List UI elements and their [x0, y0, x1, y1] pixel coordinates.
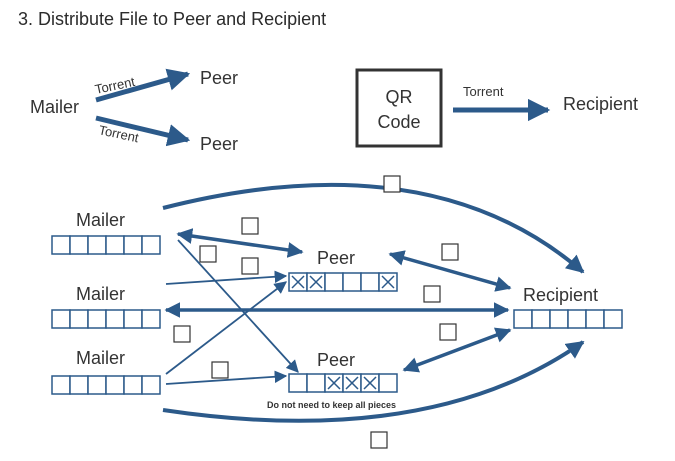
file-piece: [123, 235, 143, 255]
file-piece: [141, 235, 161, 255]
peer-2-pieces: [288, 373, 398, 393]
file-piece: [51, 235, 71, 255]
curve-arrow-mailer1-to-recipient: [162, 182, 585, 274]
file-piece: [105, 309, 125, 329]
mailer-2-pieces: [51, 309, 161, 329]
peer-1-pieces: [288, 272, 398, 292]
floating-piece: [423, 285, 441, 303]
file-piece: [324, 272, 344, 292]
floating-piece: [370, 431, 388, 449]
file-piece: [69, 309, 89, 329]
top-recipient-label: Recipient: [563, 94, 638, 114]
top-peer-label-1: Peer: [200, 68, 238, 88]
arrow-mailer2-to-peer1: [165, 270, 288, 285]
file-piece: [549, 309, 569, 329]
mailer-label-2: Mailer: [76, 284, 125, 304]
file-piece: [105, 235, 125, 255]
file-piece: [513, 309, 533, 329]
arrow-mailer3-to-peer2: [165, 370, 288, 385]
top-peer-label-2: Peer: [200, 134, 238, 154]
exchange-peer1-recipient: [388, 250, 512, 292]
torrent-arrow-to-peer-2: [95, 115, 191, 147]
floating-piece: [173, 325, 191, 343]
file-piece: [567, 309, 587, 329]
file-piece: [531, 309, 551, 329]
recipient-pieces: [513, 309, 623, 329]
floating-piece: [211, 361, 229, 379]
file-piece: [288, 373, 308, 393]
received-piece-mark: [345, 376, 359, 390]
file-piece: [342, 272, 362, 292]
floating-piece: [441, 243, 459, 261]
recipient-label: Recipient: [523, 285, 598, 305]
file-piece: [69, 235, 89, 255]
file-piece: [360, 272, 380, 292]
mailer-label-1: Mailer: [76, 210, 125, 230]
floating-piece: [241, 257, 259, 275]
file-piece: [51, 375, 71, 395]
curve-arrow-mailer3-to-recipient: [162, 340, 585, 423]
file-piece: [585, 309, 605, 329]
top-mailer-label: Mailer: [30, 97, 79, 117]
mailer-label-3: Mailer: [76, 348, 125, 368]
torrent-arrow-to-peer-1: [95, 68, 191, 103]
received-piece-mark: [363, 376, 377, 390]
floating-piece: [439, 323, 457, 341]
qr-code-label-line1: QR: [386, 87, 413, 107]
file-piece: [141, 375, 161, 395]
received-piece-mark: [381, 275, 395, 289]
floating-piece: [199, 245, 217, 263]
mailer-1-pieces: [51, 235, 161, 255]
file-piece: [306, 373, 326, 393]
file-piece: [51, 309, 71, 329]
exchange-peer2-recipient: [402, 327, 512, 373]
file-piece: [105, 375, 125, 395]
file-piece: [69, 375, 89, 395]
received-piece-mark: [291, 275, 305, 289]
file-piece: [378, 373, 398, 393]
file-piece: [87, 235, 107, 255]
mailer-3-pieces: [51, 375, 161, 395]
qr-code-box: [355, 68, 443, 148]
qr-code-label-line2: Code: [377, 112, 420, 132]
exchange-mailer1-peer1: [176, 228, 304, 258]
peer-label-1: Peer: [317, 248, 355, 268]
peer-label-2: Peer: [317, 350, 355, 370]
torrent-label-3: Torrent: [463, 84, 504, 99]
file-piece: [603, 309, 623, 329]
arrow-mailer3-to-peer1: [165, 281, 287, 375]
file-piece: [123, 375, 143, 395]
received-piece-mark: [309, 275, 323, 289]
floating-piece: [383, 175, 401, 193]
file-piece: [141, 309, 161, 329]
file-piece: [123, 309, 143, 329]
received-piece-mark: [327, 376, 341, 390]
file-piece: [87, 309, 107, 329]
floating-piece: [241, 217, 259, 235]
arrow-mailer1-to-peer2: [177, 239, 299, 373]
page-title: 3. Distribute File to Peer and Recipient: [18, 9, 327, 29]
file-piece: [87, 375, 107, 395]
pieces-note: Do not need to keep all pieces: [267, 400, 396, 410]
